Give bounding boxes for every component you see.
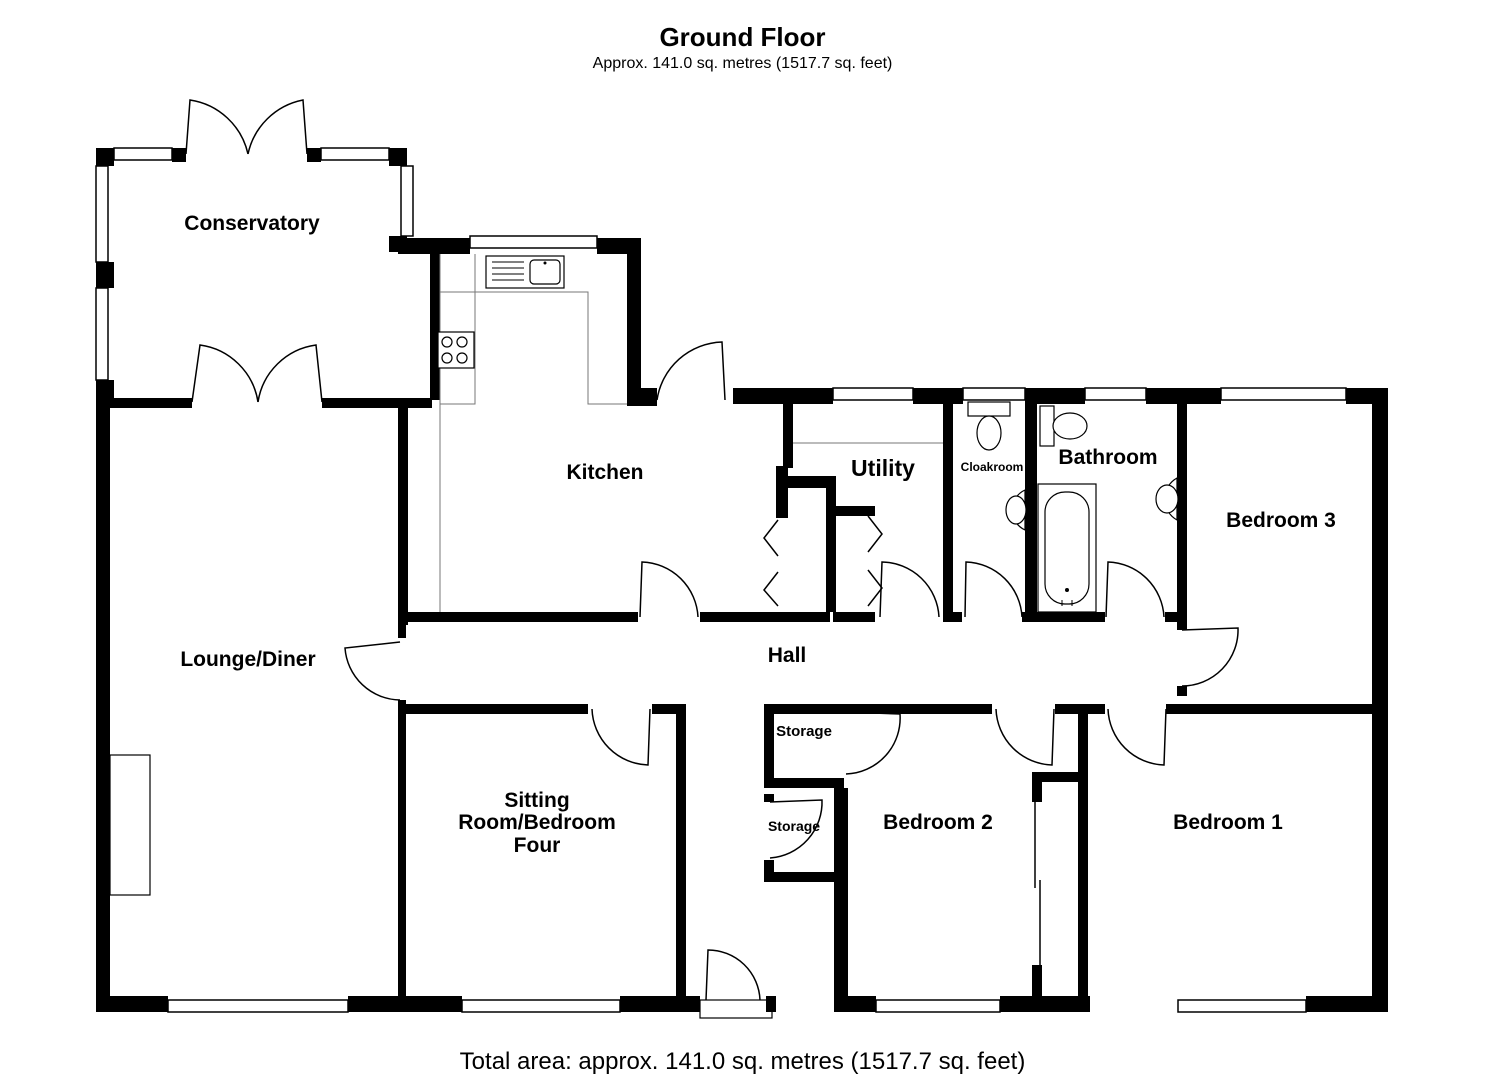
floor-plan: Conservatory Kitchen Utility Cloakroom B… [95,99,1388,1019]
room-label-cloakroom: Cloakroom [961,460,1024,474]
storage-b-door [769,799,823,859]
plan-subtitle: Approx. 141.0 sq. metres (1517.7 sq. fee… [592,55,893,72]
fireplace-icon [109,754,151,896]
utility-walls [776,388,963,622]
cloakroom-window [962,387,1026,401]
conservatory-windows [95,147,414,381]
kitchen-sink-icon [485,255,565,289]
room-label-bathroom: Bathroom [1058,446,1157,469]
kitchen-back-door [656,341,726,401]
storage-a-door [845,711,901,775]
bedroom2-window [875,999,1001,1013]
bedroom1-walls [1087,704,1388,1012]
hall-north-walls [398,612,875,638]
kitchen-walls [398,238,833,625]
room-label-sitting-1: Sitting [504,789,569,812]
bedroom3-window [1220,387,1347,401]
hall-doors [344,561,699,701]
room-label-storage-b: Storage [768,818,820,834]
basin-icon [1005,489,1027,531]
bedroom2-walls [834,704,1090,1012]
room-label-utility: Utility [851,455,915,481]
utility-bifold-doors [763,515,883,607]
bathroom-walls [1025,388,1221,622]
storage-walls [764,704,848,1012]
wardrobe-sliding-doors [1034,802,1041,965]
room-label-sitting-2: Room/Bedroom [458,811,616,834]
bedroom3-walls [1172,388,1388,1012]
conservatory-french-doors [185,99,323,403]
room-label-lounge: Lounge/Diner [180,648,315,671]
kitchen-window [469,235,598,249]
sitting-room-door [591,708,651,766]
front-door-icon [699,949,776,1019]
bathroom-door [1105,561,1165,618]
room-label-conservatory: Conservatory [184,212,320,235]
bedroom2-door [995,708,1055,766]
room-label-storage-a: Storage [776,723,832,740]
bathroom-toilet-icon [1039,405,1088,447]
hob-icon [437,331,475,369]
kitchen-worktop [439,254,627,612]
cloakroom-door [964,561,1023,618]
sitting-room-window [461,999,621,1013]
room-label-hall: Hall [768,644,807,667]
lounge-window [167,999,349,1013]
room-label-bedroom1: Bedroom 1 [1173,811,1283,834]
conservatory-walls [96,148,470,408]
room-label-bedroom2: Bedroom 2 [883,811,993,834]
toilet-icon [967,401,1011,451]
utility-door [879,561,940,618]
room-label-sitting-3: Four [514,834,561,857]
bath-icon [1037,483,1097,613]
sitting-room-walls [398,704,700,1012]
room-label-kitchen: Kitchen [566,461,643,484]
bathroom-window [1084,387,1147,401]
utility-window [832,387,914,401]
total-area: Total area: approx. 141.0 sq. metres (15… [459,1048,1026,1075]
room-label-bedroom3: Bedroom 3 [1226,509,1336,532]
plan-title: Ground Floor [659,22,826,52]
bathroom-basin-icon [1155,476,1179,522]
bedroom1-door [1107,708,1167,766]
lounge-walls [96,398,462,1012]
bedroom3-door [1181,627,1239,687]
bedroom1-window [1177,999,1307,1013]
